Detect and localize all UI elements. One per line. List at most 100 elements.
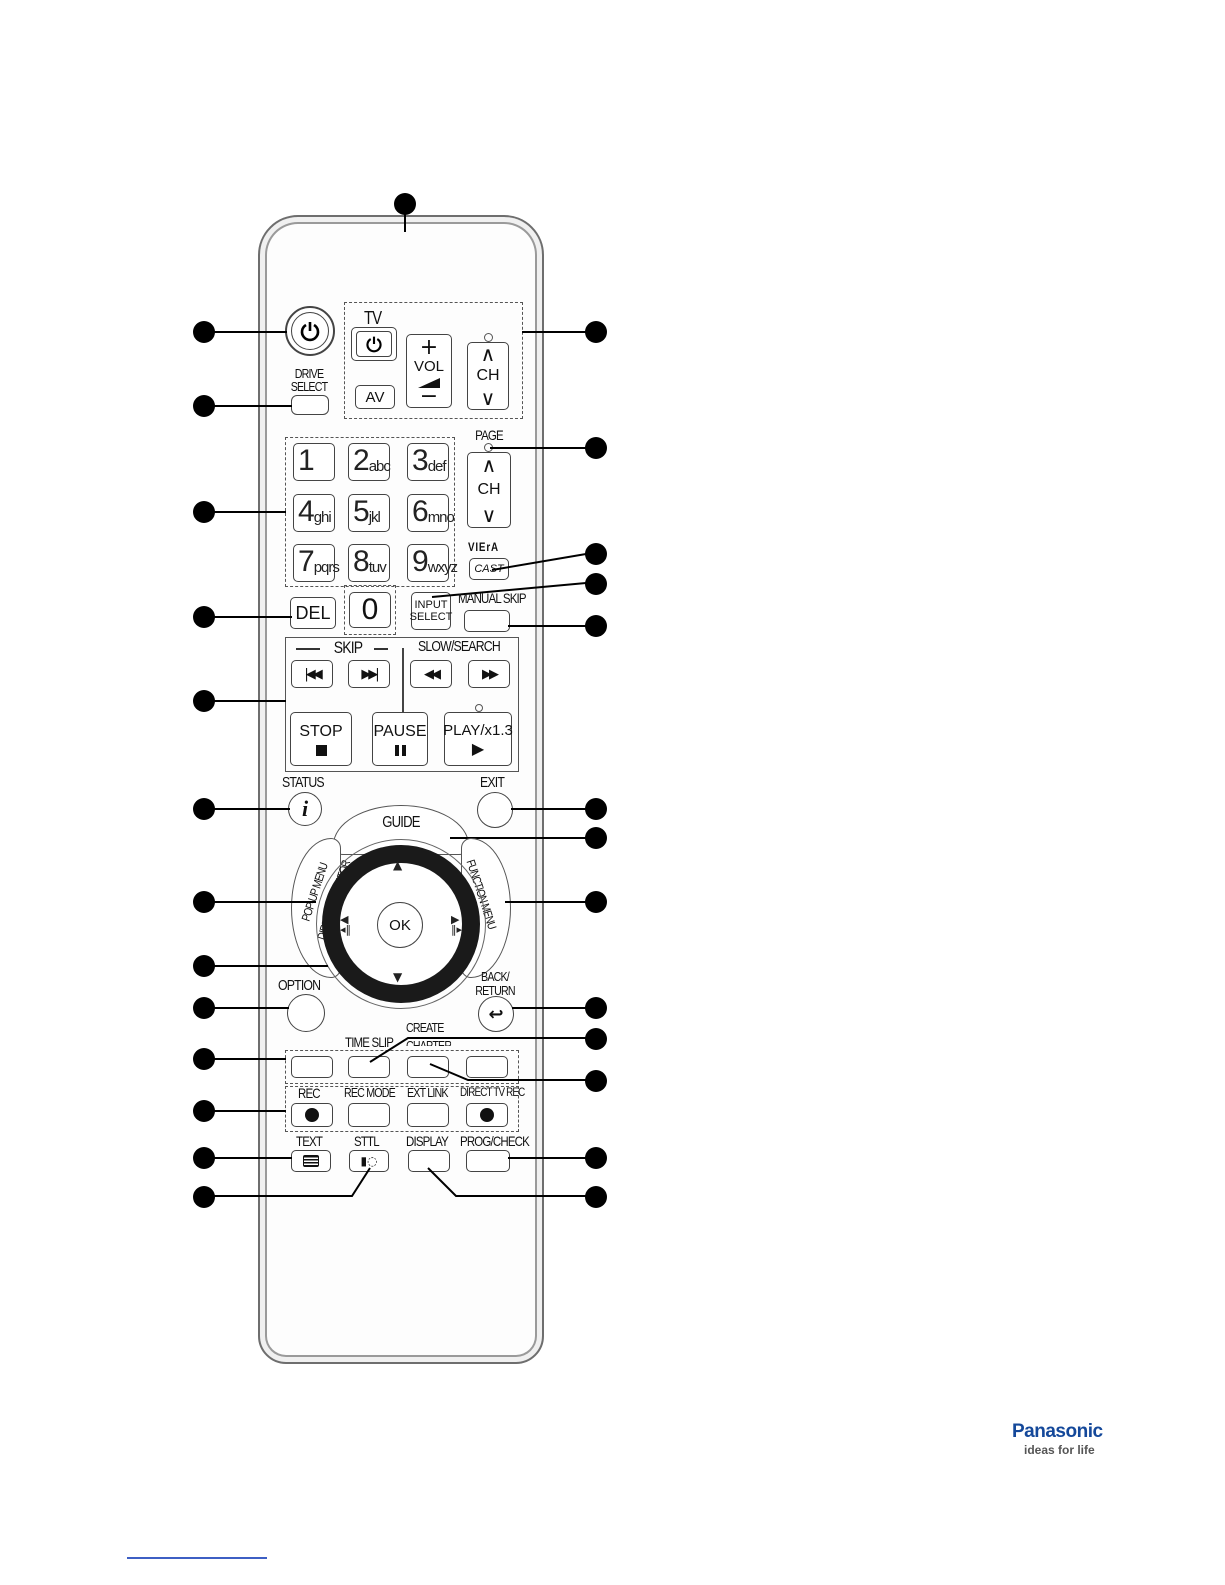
stop-button[interactable]: STOP xyxy=(290,712,352,766)
teletext-icon xyxy=(303,1155,319,1167)
color-button-2[interactable] xyxy=(348,1056,390,1078)
back-return-button[interactable]: ↩ xyxy=(478,996,514,1032)
page-channel-rocker[interactable]: ∧ CH ∨ xyxy=(467,452,511,528)
callout-line-ir-emitter xyxy=(404,212,406,232)
skip-previous-button[interactable]: |◀◀ xyxy=(291,660,333,688)
callout-marker-back-return xyxy=(585,997,607,1019)
callout-line-direct-navigator xyxy=(212,901,316,903)
footer-link-underline xyxy=(127,1557,267,1559)
callout-marker-delete xyxy=(193,606,215,628)
callout-marker-time-slip xyxy=(585,1028,607,1050)
fast-forward-icon: ▶▶ xyxy=(482,666,499,682)
page-ch-label: CH xyxy=(477,481,501,498)
callout-line-page-ch xyxy=(490,447,586,449)
info-icon: i xyxy=(301,796,309,821)
callout-line-cursor xyxy=(212,965,328,967)
rec-label: REC xyxy=(298,1085,321,1101)
status-label: STATUS xyxy=(282,774,325,791)
number-key-0[interactable]: 0 xyxy=(349,592,391,628)
tv-power-button[interactable] xyxy=(351,327,397,361)
callout-line-playback xyxy=(212,700,286,702)
create-chapter-label: CREATECHAPTER xyxy=(406,1020,451,1047)
fast-forward-button[interactable]: ▶▶ xyxy=(468,660,510,688)
ext-link-button[interactable] xyxy=(407,1103,449,1127)
callout-line-delete xyxy=(212,616,292,618)
cursor-down-icon[interactable]: ▼ xyxy=(393,970,403,984)
status-button[interactable]: i xyxy=(288,792,322,826)
manual-skip-button[interactable] xyxy=(464,610,510,632)
cursor-up-icon[interactable]: ▲ xyxy=(393,858,403,872)
sttl-label: STTL xyxy=(354,1133,380,1149)
prog-check-button[interactable] xyxy=(466,1150,510,1172)
ok-button[interactable]: OK xyxy=(377,902,423,948)
record-buttons-group xyxy=(285,1086,519,1132)
tv-av-button[interactable]: AV xyxy=(355,385,395,409)
input-select-label: SELECT xyxy=(409,611,453,623)
delete-button[interactable]: DEL xyxy=(290,597,336,629)
channel-down-icon: ∨ xyxy=(480,386,496,410)
skip-next-button[interactable]: ▶▶| xyxy=(348,660,390,688)
input-label: INPUT xyxy=(414,599,448,611)
callout-line-viera-cast xyxy=(491,553,587,571)
zero-key-group xyxy=(344,585,396,635)
cursor-left-icon[interactable]: ◀◂‖ xyxy=(340,913,352,936)
color-button-4[interactable] xyxy=(466,1056,508,1078)
pause-button[interactable]: PAUSE xyxy=(372,712,428,766)
callout-line-display xyxy=(427,1167,586,1197)
ch-label: CH xyxy=(476,367,500,384)
tv-control-group xyxy=(344,302,523,419)
exit-button[interactable] xyxy=(477,792,513,828)
viera-logo: VIErA xyxy=(468,540,499,554)
skip-label: SKIP xyxy=(333,638,363,657)
sttl-button[interactable]: ▮◌ xyxy=(349,1150,389,1172)
record-icon xyxy=(480,1108,494,1122)
viera-cast-button[interactable]: CAST xyxy=(469,558,509,580)
tv-channel-rocker[interactable]: ∧ CH ∨ xyxy=(467,342,509,410)
callout-marker-text xyxy=(193,1147,215,1169)
play-button[interactable]: PLAY/x1.3 ▶ xyxy=(443,712,513,766)
direct-tv-rec-button[interactable] xyxy=(466,1103,508,1127)
callout-line-drive-select xyxy=(212,405,292,407)
volume-up-icon: + xyxy=(419,335,439,360)
input-select-button[interactable]: INPUT SELECT xyxy=(409,592,453,630)
return-arrow-icon: ↩ xyxy=(488,1003,504,1025)
skip-label-rule-right xyxy=(374,648,388,650)
callout-line-record xyxy=(212,1110,286,1112)
drive-select-button[interactable] xyxy=(291,395,329,415)
ext-link-label: EXT LINK xyxy=(407,1085,448,1100)
panasonic-logo: Panasonic ideas for life xyxy=(1012,1421,1103,1457)
display-button[interactable] xyxy=(408,1150,450,1172)
cursor-right-icon[interactable]: ▶‖▸ xyxy=(451,913,463,936)
callout-line-input-select xyxy=(431,582,587,598)
callout-line-status xyxy=(212,808,290,810)
callout-line-power xyxy=(212,331,287,333)
tv-volume-rocker[interactable]: + VOL − xyxy=(406,334,452,408)
vol-label: VOL xyxy=(413,358,444,376)
time-slip-label: TIME SLIP xyxy=(345,1034,394,1050)
rec-button[interactable] xyxy=(291,1103,333,1127)
play-label: PLAY/x1.3 xyxy=(443,721,513,739)
power-button[interactable] xyxy=(285,306,335,356)
color-button-3[interactable] xyxy=(407,1056,449,1078)
callout-marker-input-select xyxy=(585,573,607,595)
callout-marker-create-chapter xyxy=(585,1070,607,1092)
callout-marker-option xyxy=(193,997,215,1019)
text-button[interactable] xyxy=(291,1150,331,1172)
rec-mode-button[interactable] xyxy=(348,1103,390,1127)
rewind-button[interactable]: ◀◀ xyxy=(410,660,452,688)
number-key-1[interactable]: 1 xyxy=(293,443,335,481)
callout-marker-ir-emitter xyxy=(394,193,416,215)
callout-marker-function-menu xyxy=(585,891,607,913)
page-up-icon: ∧ xyxy=(481,453,497,477)
color-button-1[interactable] xyxy=(291,1056,333,1078)
option-button[interactable] xyxy=(287,994,325,1032)
